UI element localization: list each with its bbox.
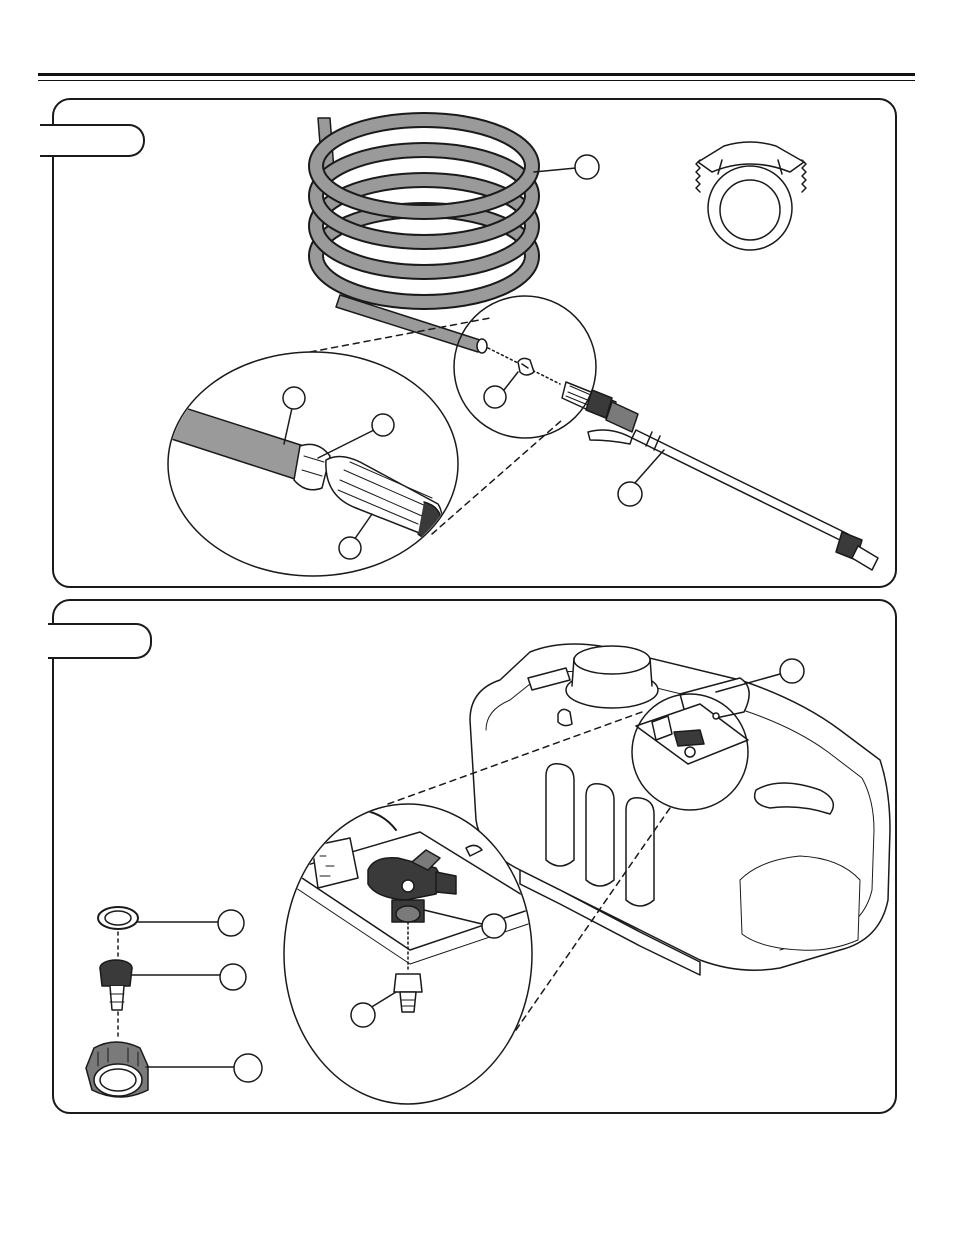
projection-line-upper [309, 317, 491, 353]
sprayer-wand-illustration [561, 381, 879, 571]
detail-circle-large [167, 351, 459, 577]
tank-detail-circle-small [631, 693, 749, 811]
valve-outlet-callout [423, 909, 507, 939]
detail-circle-small [453, 295, 597, 439]
barb-fitting-part [99, 959, 247, 1011]
tank-detail-circle-large [283, 803, 533, 1105]
projection-line-lower [431, 419, 563, 535]
tank-projection-lower [515, 807, 671, 1031]
hose-clamp-illustration [695, 141, 807, 251]
gasket-part [97, 906, 245, 937]
bottom-panel-tab [48, 623, 152, 659]
wand-callout [617, 449, 665, 507]
hose-barb-detail-callout [350, 991, 397, 1028]
header-rule-thin [38, 80, 915, 81]
clamp-detail-callout [317, 413, 395, 459]
clamp-small-callout [483, 371, 519, 409]
hose-coil-illustration [308, 112, 540, 354]
header-rule-thick [38, 73, 915, 76]
top-panel-tab [40, 124, 145, 157]
valve-callout [715, 658, 805, 693]
hose-detail-callout [282, 386, 306, 445]
handle-detail-callout [338, 513, 373, 560]
tank-illustration [469, 643, 891, 976]
nut-part [85, 1041, 263, 1098]
small-clamp [517, 357, 535, 376]
hose-callout [533, 154, 600, 180]
tank-projection-upper [387, 711, 643, 805]
